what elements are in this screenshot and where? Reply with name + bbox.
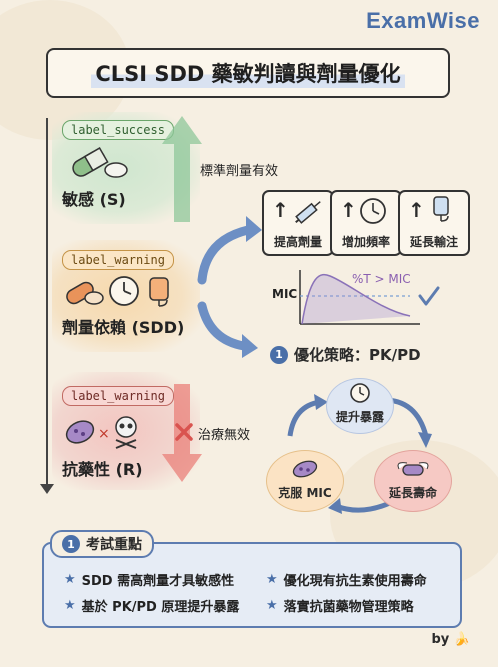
cycle-label: 克服 MIC	[278, 486, 332, 500]
clock-icon	[109, 276, 139, 306]
star-icon: ★	[64, 598, 76, 613]
cross-icon	[175, 423, 193, 441]
iv-bag-icon	[149, 277, 169, 307]
syringe-icon	[295, 201, 321, 224]
winged-pill-icon	[397, 462, 429, 476]
pk-curve	[299, 270, 440, 325]
page-title: CLSI SDD 藥敏判讀與劑量優化	[46, 48, 450, 98]
cycle-node-lifespan: 延長壽命	[374, 450, 452, 512]
step-increase-dose: ↑ 提高劑量	[262, 190, 334, 256]
cycle-label: 提升暴露	[335, 410, 384, 424]
note-treatment-fail: 治療無效	[198, 428, 251, 443]
star-icon: ★	[266, 572, 278, 587]
step-label: 增加頻率	[341, 235, 390, 249]
label-susceptible: 敏感 (S)	[62, 190, 126, 209]
step-label: 延長輸注	[409, 235, 458, 249]
resistant-icons: ×	[65, 416, 137, 449]
note-standard-dose: 標準劑量有效	[200, 164, 279, 179]
bacteria-icon	[65, 420, 95, 444]
star-icon: ★	[266, 598, 278, 613]
step-label: 提高劑量	[273, 235, 322, 249]
tag-warning-resistant: label_warning	[62, 386, 174, 406]
byline: by 🍌	[431, 632, 471, 647]
exam-title: 1 考試重點	[50, 530, 154, 558]
sdd-icons	[66, 276, 169, 307]
mic-label: MIC	[272, 287, 298, 301]
clock-icon	[350, 383, 370, 403]
step-increase-frequency: ↑ 增加頻率	[330, 190, 402, 256]
brand-logo: ExamWise	[366, 8, 480, 33]
susceptibility-axis	[46, 118, 48, 488]
step-extend-infusion: ↑ 延長輸注	[398, 190, 470, 256]
exam-item: ★SDD 需高劑量才具敏感性	[64, 572, 235, 589]
number-badge: 1	[62, 535, 80, 553]
branch-arrows	[197, 216, 262, 358]
strategy-title: 1 優化策略：PK/PD	[270, 344, 421, 365]
svg-text:×: ×	[98, 426, 110, 442]
tag-warning-sdd: label_warning	[62, 250, 174, 270]
check-icon	[418, 286, 440, 306]
cycle-label: 延長壽命	[388, 486, 437, 500]
axis-arrowhead	[40, 484, 54, 494]
iv-bag-icon	[433, 196, 449, 222]
exam-item: ★優化現有抗生素使用壽命	[266, 572, 427, 589]
up-arrow-icon: ↑	[272, 198, 289, 222]
exam-item: ★落實抗菌藥物管理策略	[266, 598, 414, 615]
number-badge: 1	[270, 345, 288, 364]
star-icon: ★	[64, 572, 76, 587]
exam-item: ★基於 PK/PD 原理提升暴露	[64, 598, 240, 615]
label-resistant: 抗藥性 (R)	[62, 460, 143, 479]
up-arrow-icon: ↑	[408, 198, 425, 222]
exam-title-text: 考試重點	[86, 537, 142, 553]
cycle-node-exposure: 提升暴露	[326, 378, 394, 434]
bacteria-icon	[292, 460, 318, 478]
target-label: %T > MIC	[352, 272, 411, 286]
strategy-title-text: 優化策略：PK/PD	[294, 346, 421, 364]
up-arrow-icon	[162, 116, 202, 222]
banana-icon: 🍌	[453, 632, 470, 647]
label-sdd: 劑量依賴 (SDD)	[62, 318, 185, 337]
up-arrow-icon: ↑	[340, 198, 357, 222]
pill-icon	[66, 281, 104, 305]
pill-icon	[72, 147, 128, 178]
cycle-node-overcome-mic: 克服 MIC	[266, 450, 344, 512]
skull-icon	[115, 416, 137, 449]
tag-success: label_success	[62, 120, 174, 140]
clock-icon	[360, 198, 386, 224]
